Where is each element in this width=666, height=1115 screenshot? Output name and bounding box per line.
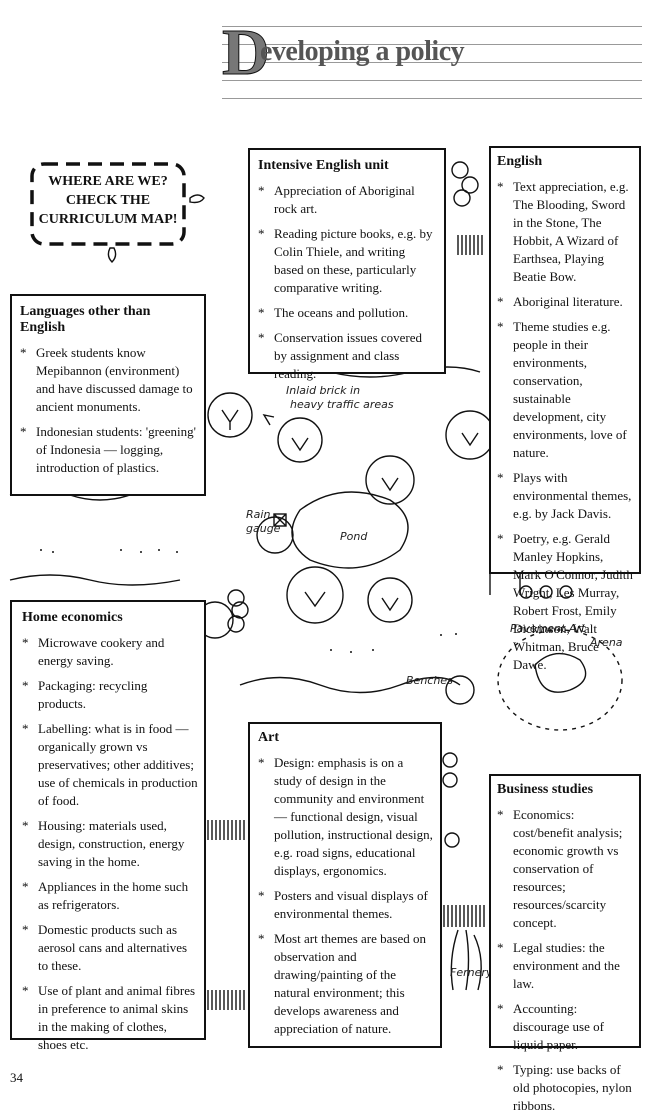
section-heading: Languages other than English <box>20 304 151 335</box>
list-item: Plays with environmental themes, e.g. by… <box>497 469 633 523</box>
callout-line-3: CURRICULUM MAP! <box>38 212 178 227</box>
list-item: Microwave cookery and energy saving. <box>22 634 198 670</box>
list-item: Poetry, e.g. Gerald Manley Hopkins, Mark… <box>497 530 633 674</box>
list-item: Appreciation of Aboriginal rock art. <box>258 182 436 218</box>
list-item: Reading picture books, e.g. by Colin Thi… <box>258 225 436 297</box>
map-label-pond: Pond <box>340 530 368 543</box>
section-heading: Art <box>258 730 279 745</box>
callout-line-1: WHERE ARE WE? <box>48 174 168 189</box>
map-label-rain: Rain <box>246 508 271 521</box>
page-title: D eveloping a policy <box>222 14 642 104</box>
list-item: Appliances in the home such as refrigera… <box>22 878 198 914</box>
callout-line-2: CHECK THE <box>65 193 151 208</box>
curriculum-map-callout: WHERE ARE WE? CHECK THE CURRICULUM MAP! <box>30 162 186 246</box>
list-item: Housing: materials used, design, constru… <box>22 817 198 871</box>
list-item: Aboriginal literature. <box>497 293 633 311</box>
list-item: Theme studies e.g. people in their envir… <box>497 318 633 462</box>
section-business-studies: Business studies Economics: cost/benefit… <box>489 774 641 1113</box>
map-label-inlaid-brick: Inlaid brick in <box>286 384 361 397</box>
section-heading: Intensive English unit <box>258 158 389 173</box>
section-languages-other-than-english: Languages other than English Greek stude… <box>10 294 206 496</box>
section-english: English Text appreciation, e.g. The Bloo… <box>489 146 641 672</box>
list-item: Accounting: discourage use of liquid pap… <box>497 1000 635 1054</box>
section-home-economics: Home economics Microwave cookery and ene… <box>10 600 206 1052</box>
list-item: Text appreciation, e.g. The Blooding, Sw… <box>497 178 633 286</box>
title-text: eveloping a policy <box>260 36 465 67</box>
list-item: Use of plant and animal fibres in prefer… <box>22 982 198 1054</box>
list-item: Typing: use backs of old photocopies, ny… <box>497 1061 635 1115</box>
map-label-heavy-traffic: heavy traffic areas <box>290 398 394 411</box>
map-label-gauge: gauge <box>246 522 281 535</box>
section-art: Art Design: emphasis is on a study of de… <box>248 722 442 1048</box>
page-number: 34 <box>10 1070 23 1085</box>
list-item: Labelling: what is in food — organically… <box>22 720 198 810</box>
list-item: Domestic products such as aerosol cans a… <box>22 921 198 975</box>
list-item: Most art themes are based on observation… <box>258 930 434 1038</box>
section-heading: English <box>497 154 543 169</box>
list-item: Greek students know Mepibannon (environm… <box>20 344 196 416</box>
section-heading: Home economics <box>22 610 123 625</box>
list-item: Packaging: recycling products. <box>22 677 198 713</box>
garden-map-illustration <box>9 161 623 1010</box>
callout-dashed-frame <box>30 162 186 246</box>
map-label-benches: Benches <box>406 674 453 687</box>
map-label-fernery: Fernery <box>450 966 493 979</box>
title-initial: D <box>222 16 271 89</box>
section-intensive-english: Intensive English unit Appreciation of A… <box>248 148 446 381</box>
list-item: Design: emphasis is on a study of design… <box>258 754 434 880</box>
list-item: Legal studies: the environment and the l… <box>497 939 635 993</box>
section-heading: Business studies <box>497 782 594 797</box>
list-item: Posters and visual displays of environme… <box>258 887 434 923</box>
list-item: The oceans and pollution. <box>258 304 436 322</box>
list-item: Indonesian students: 'greening' of Indon… <box>20 423 196 477</box>
list-item: Economics: cost/benefit analysis; econom… <box>497 806 635 932</box>
list-item: Conservation issues covered by assignmen… <box>258 329 436 383</box>
